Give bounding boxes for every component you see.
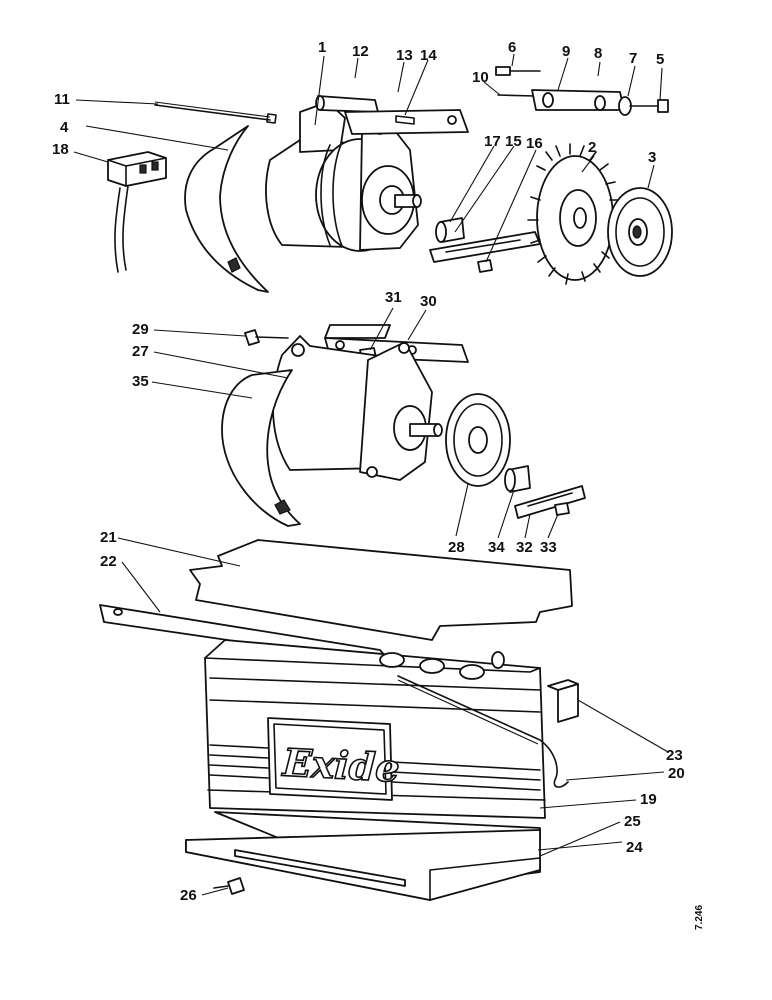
battery-brand-text: Exide xyxy=(281,740,401,791)
dynamo-end-cover xyxy=(221,369,301,527)
figure-reference: 7.246 xyxy=(694,905,705,930)
part-label: 35 xyxy=(132,373,149,390)
part-label: 19 xyxy=(640,791,657,808)
battery-tray xyxy=(185,811,541,901)
part-label: 31 xyxy=(385,289,402,306)
spacer-link xyxy=(429,217,541,273)
battery-assembly xyxy=(99,539,579,901)
cooling-fan xyxy=(527,143,621,285)
part-label: 16 xyxy=(526,135,543,152)
part-label: 25 xyxy=(624,813,641,830)
tray-screw xyxy=(213,877,245,895)
part-labels: 1 2 3 4 5 6 7 8 9 10 11 12 13 14 15 16 1… xyxy=(52,39,685,904)
dynamo-pulley xyxy=(445,393,511,487)
end-shield xyxy=(184,125,269,293)
part-label: 26 xyxy=(180,887,197,904)
connector-plug xyxy=(107,151,167,273)
mounting-bolt xyxy=(244,329,289,346)
alternator-assembly xyxy=(107,66,673,293)
alternator-body xyxy=(265,101,422,252)
part-label: 2 xyxy=(588,139,596,156)
part-label: 12 xyxy=(352,43,369,60)
through-bolt xyxy=(154,101,277,124)
part-label: 33 xyxy=(540,539,557,556)
part-label: 27 xyxy=(132,343,149,360)
upper-bracket xyxy=(315,95,379,113)
part-label: 7 xyxy=(629,50,637,67)
part-label: 9 xyxy=(562,43,570,60)
part-label: 10 xyxy=(472,69,489,86)
bracket-plate xyxy=(344,109,469,135)
part-label: 15 xyxy=(505,133,522,150)
part-label: 1 xyxy=(318,39,326,56)
dynamo-body xyxy=(272,335,443,481)
leader-lines xyxy=(73,53,669,896)
part-label: 24 xyxy=(626,839,643,856)
part-label: 29 xyxy=(132,321,149,338)
part-label: 23 xyxy=(666,747,683,764)
part-label: 14 xyxy=(420,47,437,64)
hold-down-rod xyxy=(397,675,569,788)
part-label: 6 xyxy=(508,39,516,56)
part-label: 22 xyxy=(100,553,117,570)
pulley xyxy=(607,187,673,277)
adjusting-link xyxy=(495,66,669,116)
part-label: 5 xyxy=(656,51,664,68)
battery xyxy=(204,639,546,819)
dynamo-assembly xyxy=(221,324,586,527)
part-label: 20 xyxy=(668,765,685,782)
part-label: 21 xyxy=(100,529,117,546)
part-label: 34 xyxy=(488,539,505,556)
part-label: 3 xyxy=(648,149,656,166)
angle-bracket xyxy=(547,679,579,723)
part-label: 4 xyxy=(60,119,69,136)
part-label: 18 xyxy=(52,141,69,158)
part-label: 11 xyxy=(54,91,70,108)
part-label: 8 xyxy=(594,45,602,62)
part-label: 17 xyxy=(484,133,501,150)
part-label: 32 xyxy=(516,539,533,556)
dynamo-link xyxy=(504,465,586,519)
insulator-sheet xyxy=(189,539,573,641)
part-label: 30 xyxy=(420,293,437,310)
part-label: 28 xyxy=(448,539,465,556)
part-label: 13 xyxy=(396,47,413,64)
